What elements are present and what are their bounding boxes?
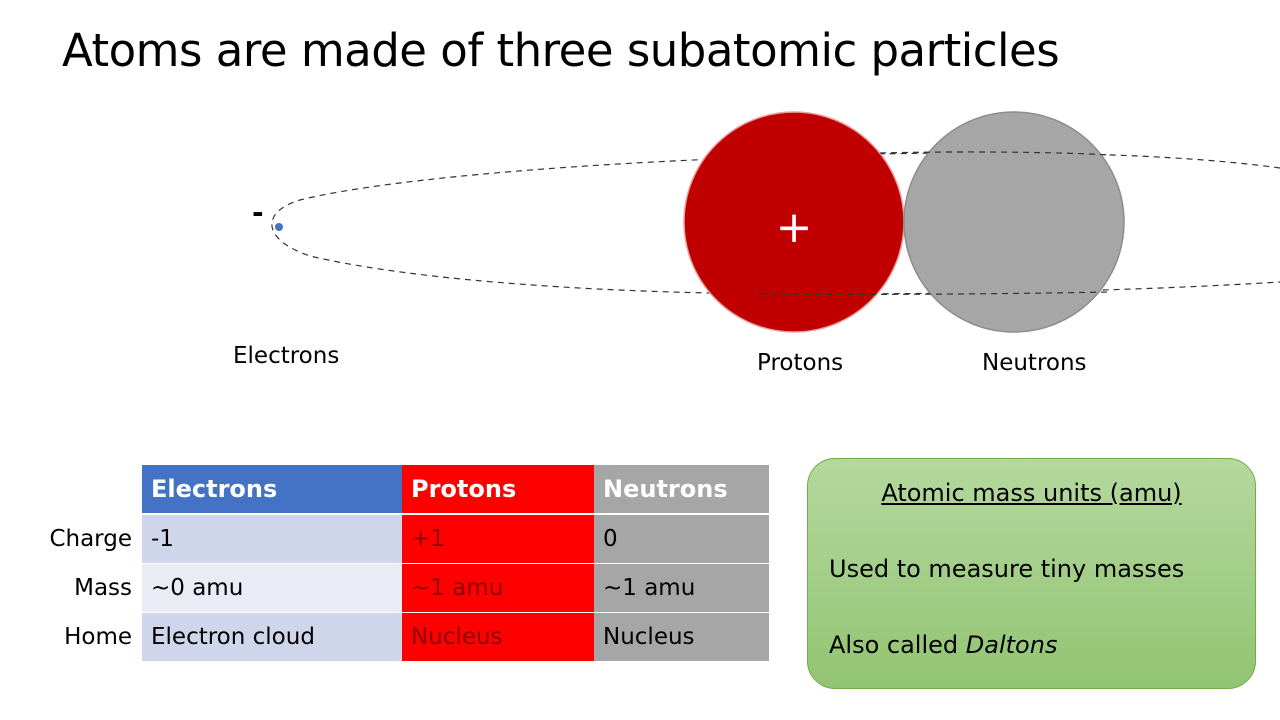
cell-electrons-charge: -1 [142, 514, 402, 564]
electron-dot [275, 223, 283, 231]
neutrons-label: Neutrons [982, 350, 1087, 376]
particle-properties-table: Electrons Protons Neutrons Charge -1 +1 … [30, 465, 769, 662]
row-label-home: Home [64, 624, 132, 650]
table-row-mass: Mass ~0 amu ~1 amu ~1 amu [30, 563, 769, 613]
amu-heading: Atomic mass units (amu) [881, 479, 1182, 507]
electron-orbit-front-lower [759, 291, 1111, 295]
cell-neutrons-mass: ~1 amu [594, 563, 769, 613]
row-label-charge: Charge [49, 525, 132, 552]
table-row-home: Home Electron cloud Nucleus Nucleus [30, 612, 769, 662]
electron-charge-symbol: - [252, 196, 264, 229]
protons-label: Protons [757, 350, 844, 376]
slide-title: Atoms are made of three subatomic partic… [62, 24, 1060, 77]
electron-orbit-front [879, 151, 1111, 156]
cell-neutrons-home: Nucleus [594, 612, 769, 662]
proton-charge-symbol: + [776, 202, 813, 253]
cell-electrons-home: Electron cloud [142, 612, 402, 662]
row-label-mass: Mass [74, 575, 132, 601]
header-electrons: Electrons [142, 465, 402, 515]
neutron-particle [903, 111, 1125, 333]
cell-neutrons-charge: 0 [594, 514, 769, 564]
amu-alias: Also called Daltons [829, 631, 1057, 659]
amu-info-box: Atomic mass units (amu) Used to measure … [807, 458, 1256, 689]
amu-alias-prefix: Also called [829, 631, 966, 659]
table-corner-cell [30, 465, 142, 514]
table-header-row: Electrons Protons Neutrons [30, 465, 769, 515]
cell-protons-charge: +1 [402, 514, 594, 564]
cell-protons-mass: ~1 amu [402, 563, 594, 613]
amu-description: Used to measure tiny masses [829, 555, 1185, 583]
electrons-label: Electrons [233, 343, 340, 369]
header-neutrons: Neutrons [594, 465, 769, 515]
table-row-charge: Charge -1 +1 0 [30, 514, 769, 564]
amu-alias-daltons: Daltons [965, 631, 1058, 659]
cell-electrons-mass: ~0 amu [142, 563, 402, 613]
electron-orbit [271, 152, 1280, 295]
cell-protons-home: Nucleus [402, 612, 594, 662]
header-protons: Protons [402, 465, 594, 515]
